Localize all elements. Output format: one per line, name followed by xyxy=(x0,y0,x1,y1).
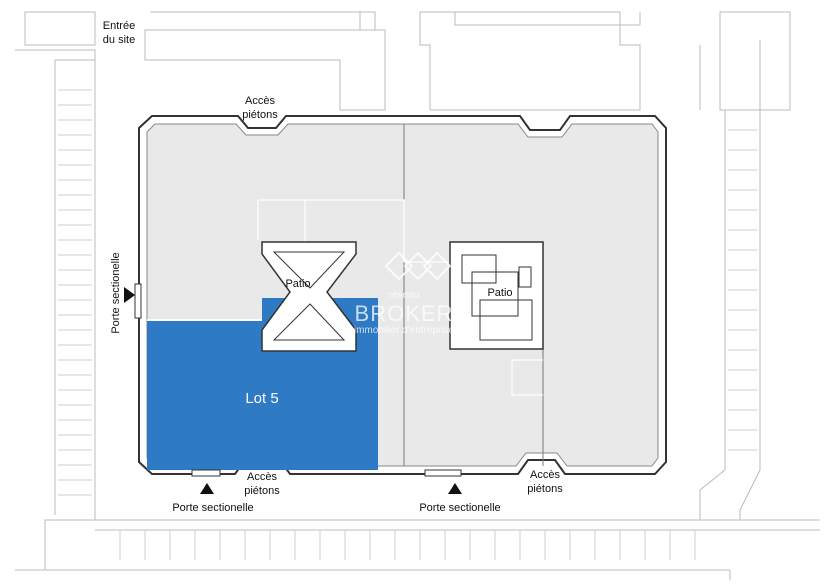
watermark-line1: réseau xyxy=(389,290,420,301)
sectional-door-west-label: Porte sectionelle xyxy=(110,252,122,333)
sectional-door-west-arrow xyxy=(124,287,135,303)
watermark-logo: réseau BROKER immobilier d'entreprise xyxy=(354,251,455,336)
sectional-door-bottom-center-label: Porte sectionelle xyxy=(419,502,500,514)
pedestrian-access-bottom-left-line1: Accès xyxy=(247,471,277,483)
sectional-door-bottom-left-arrow xyxy=(200,483,214,494)
site-entrance-label-line2: du site xyxy=(103,34,135,46)
pedestrian-access-bottom-right-line1: Accès xyxy=(530,469,560,481)
door-gap-left xyxy=(191,469,221,477)
surrounding-context xyxy=(15,11,820,580)
sectional-door-bottom-left-label: Porte sectionelle xyxy=(172,502,253,514)
pedestrian-access-top-line2: piétons xyxy=(242,109,278,121)
patio-left-label: Patio xyxy=(285,278,310,290)
annotations: Entrée du site Accès piétons Accès piéto… xyxy=(103,20,563,514)
pedestrian-access-bottom-left-line2: piétons xyxy=(244,485,280,497)
watermark-line3: immobilier d'entreprise xyxy=(354,325,455,336)
pedestrian-access-bottom-right-line2: piétons xyxy=(527,483,563,495)
lot-5-label: Lot 5 xyxy=(245,390,278,407)
patio-right-label: Patio xyxy=(487,287,512,299)
office-outline-left-inner xyxy=(257,200,306,245)
building: Patio Patio Lot 5 xyxy=(134,115,667,477)
door-gap-bottom-center xyxy=(424,469,462,477)
sectional-door-bottom-center-arrow xyxy=(448,483,462,494)
office-outline-left xyxy=(258,199,405,262)
door-gap-west xyxy=(134,283,142,319)
site-entrance-label-line1: Entrée xyxy=(103,20,135,32)
patio-right: Patio xyxy=(449,241,544,350)
watermark-line2: BROKER xyxy=(355,301,454,326)
patio-left: Patio xyxy=(261,241,357,352)
pedestrian-access-top-line1: Accès xyxy=(245,95,275,107)
